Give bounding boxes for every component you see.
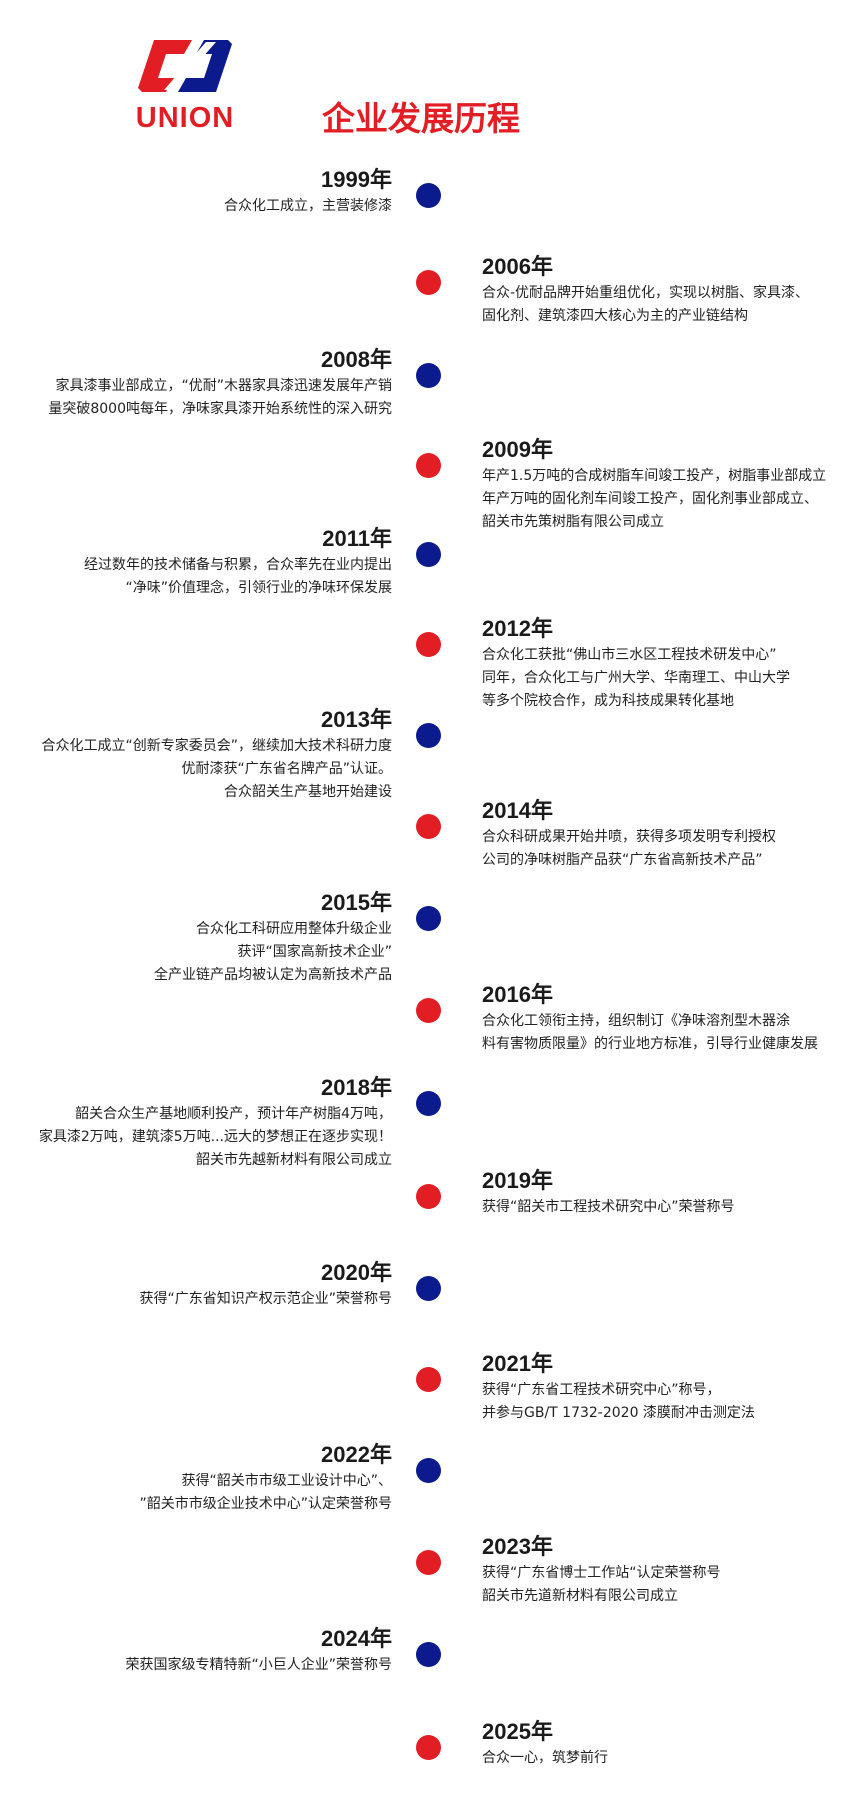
event-description-line: 并参与GB/T 1732-2020 漆膜耐冲击测定法 xyxy=(482,1405,755,1421)
timeline-dot xyxy=(416,1735,441,1760)
event-year: 2013年 xyxy=(321,707,392,732)
event-year: 2006年 xyxy=(482,254,553,279)
event-description-line: 合众化工科研应用整体升级企业 xyxy=(196,921,392,937)
timeline-dot xyxy=(416,453,441,478)
timeline-dot xyxy=(416,542,441,567)
event-description-line: 韶关市先越新材料有限公司成立 xyxy=(196,1152,392,1168)
timeline-dot xyxy=(416,906,441,931)
timeline-event: 2009年年产1.5万吨的合成树脂车间竣工投产，树脂事业部成立年产万吨的固化剂车… xyxy=(482,437,860,534)
event-year: 2023年 xyxy=(482,1534,553,1559)
timeline-event: 2012年合众化工获批“佛山市三水区工程技术研发中心” 同年，合众化工与广州大学、… xyxy=(482,616,860,713)
timeline-dot xyxy=(416,632,441,657)
timeline-event: 2023年获得“广东省博士工作站“认定荣誉称号韶关市先道新材料有限公司成立 xyxy=(482,1534,860,1608)
event-year: 2022年 xyxy=(321,1442,392,1467)
event-description-line: 合众一心，筑梦前行 xyxy=(482,1750,608,1766)
event-description-line: 合众-优耐品牌开始重组优化，实现以树脂、家具漆、 xyxy=(482,285,810,301)
event-year: 2015年 xyxy=(321,890,392,915)
timeline-event: 2011年经过数年的技术储备与积累，合众率先在业内提出 “净味”价值理念，引领行业… xyxy=(0,526,392,600)
event-year: 2008年 xyxy=(321,347,392,372)
event-description-line: 公司的净味树脂产品获“广东省高新技术产品” xyxy=(482,852,763,868)
event-description-line: 量突破8000吨每年，净味家具漆开始系统性的深入研究 xyxy=(48,401,392,417)
union-logo: UNION xyxy=(120,30,250,135)
timeline-dot xyxy=(416,183,441,208)
timeline-dot xyxy=(416,1550,441,1575)
timeline-event: 2006年合众-优耐品牌开始重组优化，实现以树脂、家具漆、固化剂、建筑漆四大核心… xyxy=(482,254,860,328)
timeline-dot xyxy=(416,1367,441,1392)
timeline-dot xyxy=(416,723,441,748)
event-description-line: 合众化工成立“创新专家委员会”，继续加大技术科研力度 xyxy=(41,738,392,754)
timeline-event: 2015年合众化工科研应用整体升级企业获评“国家高新技术企业” 全产业链产品均被认… xyxy=(0,890,392,987)
event-description-line: 合众化工获批“佛山市三水区工程技术研发中心” xyxy=(482,647,777,663)
timeline-event: 1999年合众化工成立，主营装修漆 xyxy=(0,167,392,218)
event-description-line: 荣获国家级专精特新“小巨人企业”荣誉称号 xyxy=(125,1657,392,1673)
event-year: 2025年 xyxy=(482,1719,553,1744)
event-description-line: 合众科研成果开始井喷，获得多项发明专利授权 xyxy=(482,829,776,845)
event-description-line: 合众化工领衔主持，组织制订《净味溶剂型木器涂 xyxy=(482,1013,790,1029)
timeline-event: 2016年合众化工领衔主持，组织制订《净味溶剂型木器涂料有害物质限量》的行业地方… xyxy=(482,982,860,1056)
event-description-line: 料有害物质限量》的行业地方标准，引导行业健康发展 xyxy=(482,1036,818,1052)
event-description-line: 家具漆事业部成立，“优耐”木器家具漆迅速发展年产销 xyxy=(55,378,392,394)
event-description-line: “净味”价值理念，引领行业的净味环保发展 xyxy=(125,580,392,596)
event-year: 2018年 xyxy=(321,1075,392,1100)
timeline-dot xyxy=(416,814,441,839)
event-description-line: 等多个院校合作，成为科技成果转化基地 xyxy=(482,693,734,709)
event-description-line: 获得“广东省博士工作站“认定荣誉称号 xyxy=(482,1565,721,1581)
event-year: 2016年 xyxy=(482,982,553,1007)
page-title: 企业发展历程 xyxy=(322,99,520,138)
event-description-line: 韶关合众生产基地顺利投产，预计年产树脂4万吨， xyxy=(75,1106,392,1122)
event-description-line: 获得“韶关市工程技术研究中心”荣誉称号 xyxy=(482,1199,735,1215)
timeline-event: 2013年合众化工成立“创新专家委员会”，继续加大技术科研力度优耐漆获“广东省名… xyxy=(0,707,392,804)
timeline-event: 2024年荣获国家级专精特新“小巨人企业”荣誉称号 xyxy=(0,1626,392,1677)
event-year: 2011年 xyxy=(322,526,392,551)
event-year: 1999年 xyxy=(321,167,392,192)
event-description-line: 获得“广东省知识产权示范企业”荣誉称号 xyxy=(139,1291,392,1307)
event-description-line: 年产万吨的固化剂车间竣工投产，固化剂事业部成立、 xyxy=(482,491,818,507)
event-year: 2019年 xyxy=(482,1168,553,1193)
event-description-line: 获评“国家高新技术企业” xyxy=(237,944,392,960)
timeline-event: 2014年合众科研成果开始井喷，获得多项发明专利授权公司的净味树脂产品获“广东省… xyxy=(482,798,860,872)
event-description-line: 全产业链产品均被认定为高新技术产品 xyxy=(154,967,392,983)
event-description-line: 家具漆2万吨，建筑漆5万吨...远大的梦想正在逐步实现！ xyxy=(38,1129,392,1145)
event-year: 2021年 xyxy=(482,1351,553,1376)
timeline-dot xyxy=(416,270,441,295)
timeline-event: 2022年获得“韶关市市级工业设计中心”、 ”韶关市市级企业技术中心”认定荣誉称号 xyxy=(0,1442,392,1516)
timeline-event: 2021年获得“广东省工程技术研究中心”称号， 并参与GB/T 1732-2020… xyxy=(482,1351,860,1425)
event-description-line: 合众化工成立，主营装修漆 xyxy=(224,198,392,214)
event-year: 2012年 xyxy=(482,616,553,641)
event-year: 2014年 xyxy=(482,798,553,823)
timeline-event: 2020年获得“广东省知识产权示范企业”荣誉称号 xyxy=(0,1260,392,1311)
timeline-dot xyxy=(416,1642,441,1667)
event-year: 2020年 xyxy=(321,1260,392,1285)
event-description-line: 经过数年的技术储备与积累，合众率先在业内提出 xyxy=(84,557,392,573)
event-description-line: 获得“广东省工程技术研究中心”称号， xyxy=(482,1382,721,1398)
timeline-event: 2008年家具漆事业部成立，“优耐”木器家具漆迅速发展年产销量突破8000吨每年… xyxy=(0,347,392,421)
event-description-line: 同年，合众化工与广州大学、华南理工、中山大学 xyxy=(482,670,790,686)
timeline-dot xyxy=(416,363,441,388)
event-description-line: 固化剂、建筑漆四大核心为主的产业链结构 xyxy=(482,308,748,324)
timeline-dot xyxy=(416,998,441,1023)
timeline-dot xyxy=(416,1091,441,1116)
event-description-line: 优耐漆获“广东省名牌产品”认证。 xyxy=(181,761,392,777)
event-description-line: 韶关市先道新材料有限公司成立 xyxy=(482,1588,678,1604)
event-year: 2024年 xyxy=(321,1626,392,1651)
timeline-dot xyxy=(416,1276,441,1301)
event-description-line: 合众韶关生产基地开始建设 xyxy=(224,784,392,800)
timeline-dot xyxy=(416,1458,441,1483)
timeline-event: 2018年韶关合众生产基地顺利投产，预计年产树脂4万吨， 家具漆2万吨，建筑漆5万… xyxy=(0,1075,392,1172)
event-year: 2009年 xyxy=(482,437,553,462)
timeline-dot xyxy=(416,1184,441,1209)
event-description-line: 年产1.5万吨的合成树脂车间竣工投产，树脂事业部成立 xyxy=(482,468,827,484)
union-logo-mark xyxy=(138,40,232,92)
event-description-line: 韶关市先策树脂有限公司成立 xyxy=(482,514,664,530)
timeline-event: 2025年合众一心，筑梦前行 xyxy=(482,1719,860,1770)
event-description-line: 获得“韶关市市级工业设计中心”、 xyxy=(181,1473,392,1489)
logo-wordmark: UNION xyxy=(135,102,235,134)
event-description-line: ”韶关市市级企业技术中心”认定荣誉称号 xyxy=(139,1496,392,1512)
timeline-event: 2019年获得“韶关市工程技术研究中心”荣誉称号 xyxy=(482,1168,860,1219)
